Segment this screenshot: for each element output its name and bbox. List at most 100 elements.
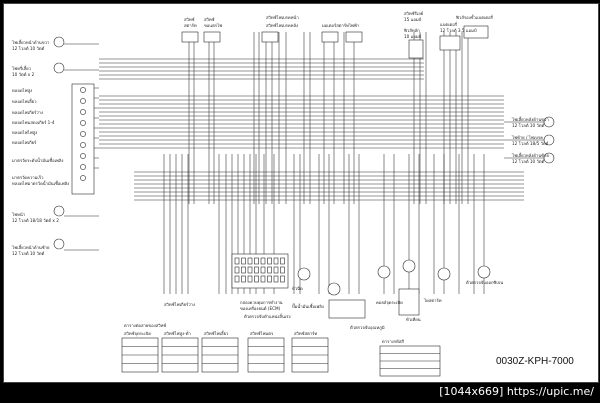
image-caption: [1044x669] https://upic.me/ (439, 385, 594, 398)
indicator-bulb-icon (80, 153, 86, 159)
label-ignition-switch: สวิทช์จุดระเบิด (124, 331, 151, 337)
bulb-icon (53, 205, 65, 217)
meter-cluster (71, 83, 95, 195)
component-icon (327, 282, 341, 296)
label-position-light: ไฟหรี่เลี้ยว (11, 65, 32, 71)
indicator-bulb-icon (80, 164, 86, 170)
ecm-pin (234, 275, 240, 283)
fuse-icon (408, 39, 424, 59)
label-rear-left-turn-spec: 12 โวลต์ 10 วัตต์ (512, 159, 545, 164)
ecm-pin (247, 266, 253, 274)
ecm-pin (267, 275, 272, 283)
label-color-code: ตารางรหัสสี (382, 339, 404, 344)
bulb-icon (543, 152, 555, 164)
label-starter-motor: มอเตอร์สตาร์ทไฟฟ้า (322, 22, 359, 28)
indicator-bulb-icon (80, 175, 86, 181)
ecm-pin (267, 266, 272, 274)
label-switch-table: ตารางต่อสายของสวิทช์ (124, 323, 166, 328)
label-gear-1-4-bulb: หลอดไฟแสดงเกียร์ 1-4 (12, 119, 55, 125)
label-battery: แบตเตอรี่ (440, 21, 458, 27)
battery-icon (439, 35, 461, 51)
indicator-bulb-icon (80, 87, 86, 93)
label-horn-switch-table: สวิทช์ไฟแตร (250, 330, 274, 336)
label-alternator: ไดสตาร์ท (423, 297, 442, 303)
bulb-icon (53, 36, 65, 48)
label-high-beam-indicator: หลอดไฟไฟสูง (12, 129, 37, 136)
footer-bar: [1044x669] https://upic.me/ (0, 383, 600, 403)
connector-icon (203, 31, 221, 43)
ecm-connector (231, 253, 289, 289)
bulb-icon (543, 116, 555, 128)
label-rear-right-turn: ไฟเลี้ยวหลังด้านขวา (511, 116, 549, 122)
ecm-pin (273, 275, 279, 283)
label-ignition-coil: คอยล์จุดระเบิด (376, 300, 403, 306)
ecm-pin (280, 266, 285, 274)
indicator-bulb-icon (80, 98, 86, 104)
label-temp-sensor: ตัวตรวจจับอุณหภูมิ (350, 325, 385, 331)
switch-table (201, 337, 239, 373)
switch-table (247, 337, 285, 373)
ecm-pin (260, 275, 266, 283)
ecm-pin (280, 257, 285, 265)
ecm-pin (247, 257, 253, 265)
label-gear-indicator: หลอดไฟเกียร์ (12, 139, 37, 145)
ecm-pin (280, 275, 285, 283)
components (53, 25, 555, 377)
label-front-right-turn-spec: 12 โวลต์ 10 วัตต์ (12, 46, 45, 51)
ecm-pin (254, 266, 259, 274)
label-rear-brake-switch: สวิทช์ไฟเบรคหลัง (266, 22, 298, 28)
label-turn-bulb: หลอดไฟเลี้ยว (12, 98, 37, 104)
label-headlight: ไฟหน้า (11, 211, 25, 217)
label-relay-15a: 15 แอมป์ (404, 17, 422, 22)
switch-table (161, 337, 199, 373)
ecm-pin (273, 266, 279, 274)
wiring-diagram: ไฟเลี้ยวหน้าด้านขวา 12 โวลต์ 10 วัตต์ ไฟ… (11, 11, 574, 377)
wire-harness (64, 32, 544, 294)
ecm-pin (234, 257, 240, 265)
label-battery-spec: 12 โวลต์ 3.5 แอมป์ (440, 28, 477, 33)
label-start-switch: สวิทช์ (184, 17, 195, 22)
label-horn-switch: สวิทช์ (204, 17, 215, 22)
component-icon (402, 259, 416, 273)
label-ecm-2: ของเครื่องยนต์ (ECM) (240, 305, 281, 311)
label-relay-switch: สวิทช์รีเลย์ (404, 11, 424, 16)
component-icon (437, 267, 451, 281)
switch-table (121, 337, 159, 373)
label-start-switch-2: สตาร์ท (184, 23, 197, 28)
ecm-pin (241, 275, 246, 283)
ecm-pin (267, 257, 272, 265)
label-front-right-turn: ไฟเลี้ยวหน้าด้านขวา (11, 39, 49, 45)
label-headlight-spec: 12 โวลต์ 18/18 วัตต์ x 2 (12, 218, 59, 223)
bulb-icon (53, 62, 65, 74)
label-position-light-spec: 10 วัตต์ x 2 (12, 72, 35, 77)
label-main-fuse-10a: 10 แอมป์ (404, 34, 422, 39)
label-speedometer: มาตรวัดความเร็ว (12, 174, 44, 180)
label-ecm: กล่องควบคุมการทำงาน (240, 300, 283, 306)
connector-icon (181, 31, 199, 43)
color-code-table (379, 345, 441, 377)
connector-icon (321, 31, 339, 43)
component-icon (297, 267, 311, 281)
label-o2-sensor: ตัวตรวจจับออกซิเจน (466, 280, 503, 285)
connector-icon (261, 31, 279, 43)
label-neutral-bulb: หลอดไฟเกียร์ว่าง (12, 109, 43, 115)
label-tail-brake: ไฟท้าย / ไฟเบรค (511, 134, 543, 140)
label-tail-brake-spec: 12 โวลต์ 18/5 วัตต์ (512, 141, 549, 146)
ecm-pin (260, 257, 266, 265)
label-start-switch-table: สวิทช์สตาร์ท (294, 331, 317, 336)
fuel-pump-icon (328, 299, 366, 319)
component-icon (477, 265, 491, 279)
diagram-code: 0030Z-KPH-7000 (496, 356, 574, 367)
label-front-brake-switch: สวิทช์ไฟเบรคหน้า (266, 14, 299, 20)
indicator-bulb-icon (80, 120, 86, 126)
label-tps: ตัวตรวจจับตำแหน่งลิ้นเร่ง (244, 313, 291, 319)
ecm-pin (260, 266, 266, 274)
fuse-box-icon (463, 25, 489, 39)
indicator-bulb-icon (80, 142, 86, 148)
label-high-beam-bulb: หลอดไฟสูง (12, 87, 32, 94)
ecm-pin (241, 257, 246, 265)
label-rear-right-turn-spec: 12 โวลต์ 10 วัตต์ (512, 123, 545, 128)
label-spark-plug: หัวเทียน (406, 317, 421, 322)
label-dimmer-switch: สวิทช์ไฟสูง-ต่ำ (164, 330, 191, 337)
label-rear-left-turn: ไฟเลี้ยวหลังด้านซ้าย (511, 152, 549, 158)
